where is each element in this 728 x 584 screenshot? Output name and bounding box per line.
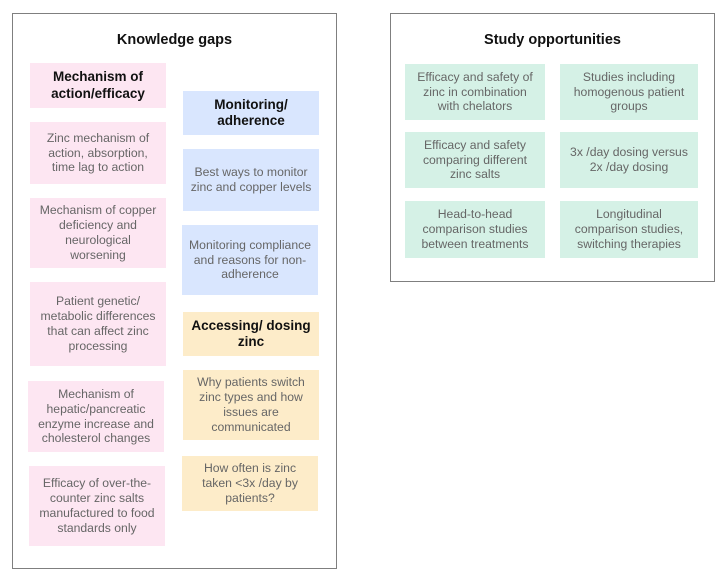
knowledge-gaps-title: Knowledge gaps [116,32,233,48]
mechanism-item: Mechanism of hepatic/pancreatic enzyme i… [28,381,164,452]
study-item: Efficacy and safety comparing different … [405,132,545,188]
study-item: Efficacy and safety of zinc in combinati… [405,64,545,120]
monitoring-item: Best ways to monitor zinc and copper lev… [183,149,319,211]
mechanism-item: Efficacy of over-the-counter zinc salts … [29,466,165,546]
study-item: Studies including homogenous patient gro… [560,64,698,120]
study-item: Head-to-head comparison studies between … [405,201,545,258]
dosing-item: How often is zinc taken <3x /day by pati… [182,456,318,511]
mechanism-item: Mechanism of copper deficiency and neuro… [30,198,166,268]
study-item: Longitudinal comparison studies, switchi… [560,201,698,258]
study-opportunities-title: Study opportunities [484,32,621,48]
dosing-header: Accessing/ dosing zinc [183,312,319,356]
mechanism-header: Mechanism of action/efficacy [30,63,166,108]
mechanism-item: Zinc mechanism of action, absorption, ti… [30,122,166,184]
monitoring-item: Monitoring compliance and reasons for no… [182,225,318,295]
dosing-item: Why patients switch zinc types and how i… [183,370,319,440]
mechanism-item: Patient genetic/ metabolic differences t… [30,282,166,366]
study-item: 3x /day dosing versus 2x /day dosing [560,132,698,188]
monitoring-header: Monitoring/ adherence [183,91,319,135]
